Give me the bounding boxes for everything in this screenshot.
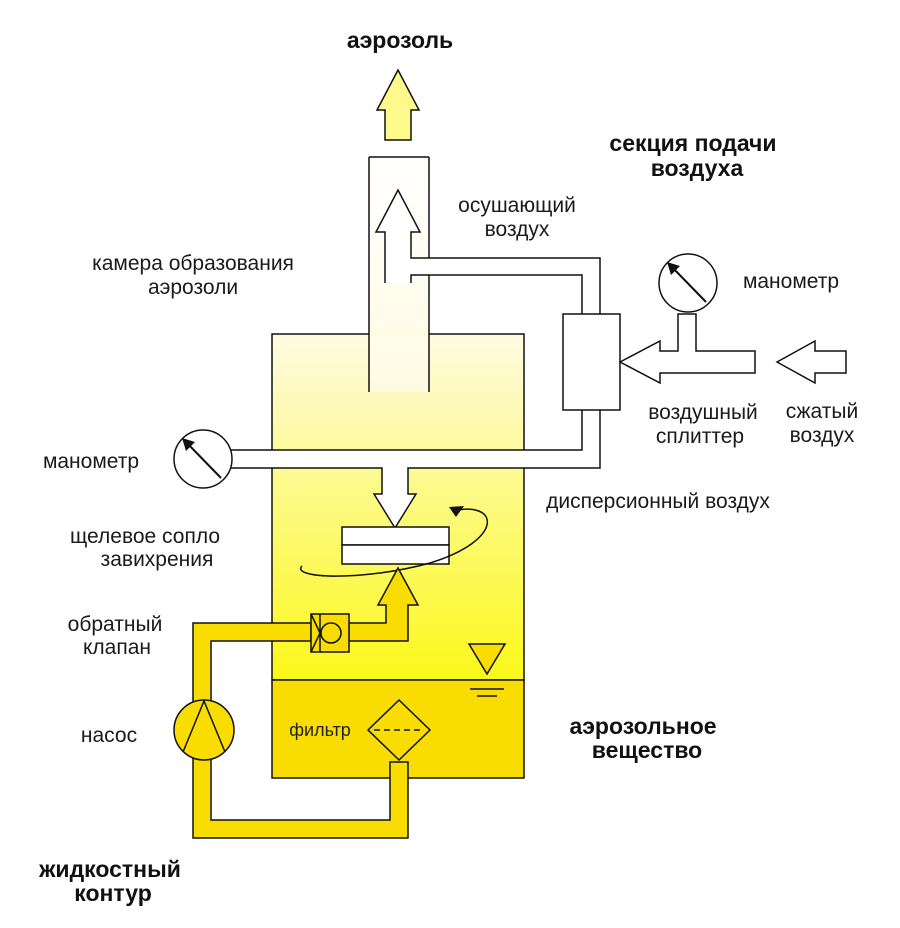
nozzle-label-2: завихрения (101, 548, 214, 571)
manometer-left-icon (173, 429, 233, 489)
compressed-air-label-2: воздух (790, 424, 855, 447)
filter-label: фильтр (289, 720, 351, 740)
pump-icon (173, 699, 235, 761)
liquid-circuit-label-2: контур (74, 880, 152, 906)
manometer-right-label: манометр (743, 270, 839, 293)
swirl-arrow-icon (299, 506, 489, 577)
check-valve-label-2: клапан (83, 636, 151, 659)
air-splitter (562, 313, 621, 411)
air-section-label-1: секция подачи (609, 130, 776, 156)
substance-label-1: аэрозольное (569, 713, 716, 739)
drying-air-pipe (376, 190, 600, 314)
filter-icon (366, 698, 432, 762)
pump-label: насос (81, 724, 137, 747)
drying-air-label-2: воздух (485, 218, 550, 241)
aerosol-output-label: аэрозоль (347, 27, 453, 53)
compressed-air-pipe (618, 313, 756, 385)
substance-label-2: вещество (592, 737, 702, 763)
compressed-air-arrow (775, 339, 847, 385)
chamber-label-2: аэрозоли (148, 276, 238, 299)
dispersion-air-label: дисперсионный воздух (546, 490, 770, 513)
drying-air-label-1: осушающий (458, 194, 576, 217)
splitter-label-2: сплиттер (656, 425, 744, 448)
manometer-right-icon (658, 253, 718, 313)
liquid-level-icon (467, 643, 507, 697)
check-valve-label-1: обратный (68, 613, 163, 636)
compressed-air-label-1: сжатый (786, 400, 858, 423)
manometer-left-label: манометр (43, 450, 139, 473)
air-section-label-2: воздуха (651, 155, 744, 181)
check-valve-icon (310, 613, 350, 653)
nozzle-label-1: щелевое сопло (70, 525, 220, 548)
splitter-label-1: воздушный (648, 401, 758, 424)
liquid-circuit-label-1: жидкостный (38, 856, 181, 882)
swirl-nozzle (341, 526, 450, 565)
chamber-label-1: камера образования (92, 252, 294, 275)
aerosol-output-arrow (375, 68, 421, 141)
